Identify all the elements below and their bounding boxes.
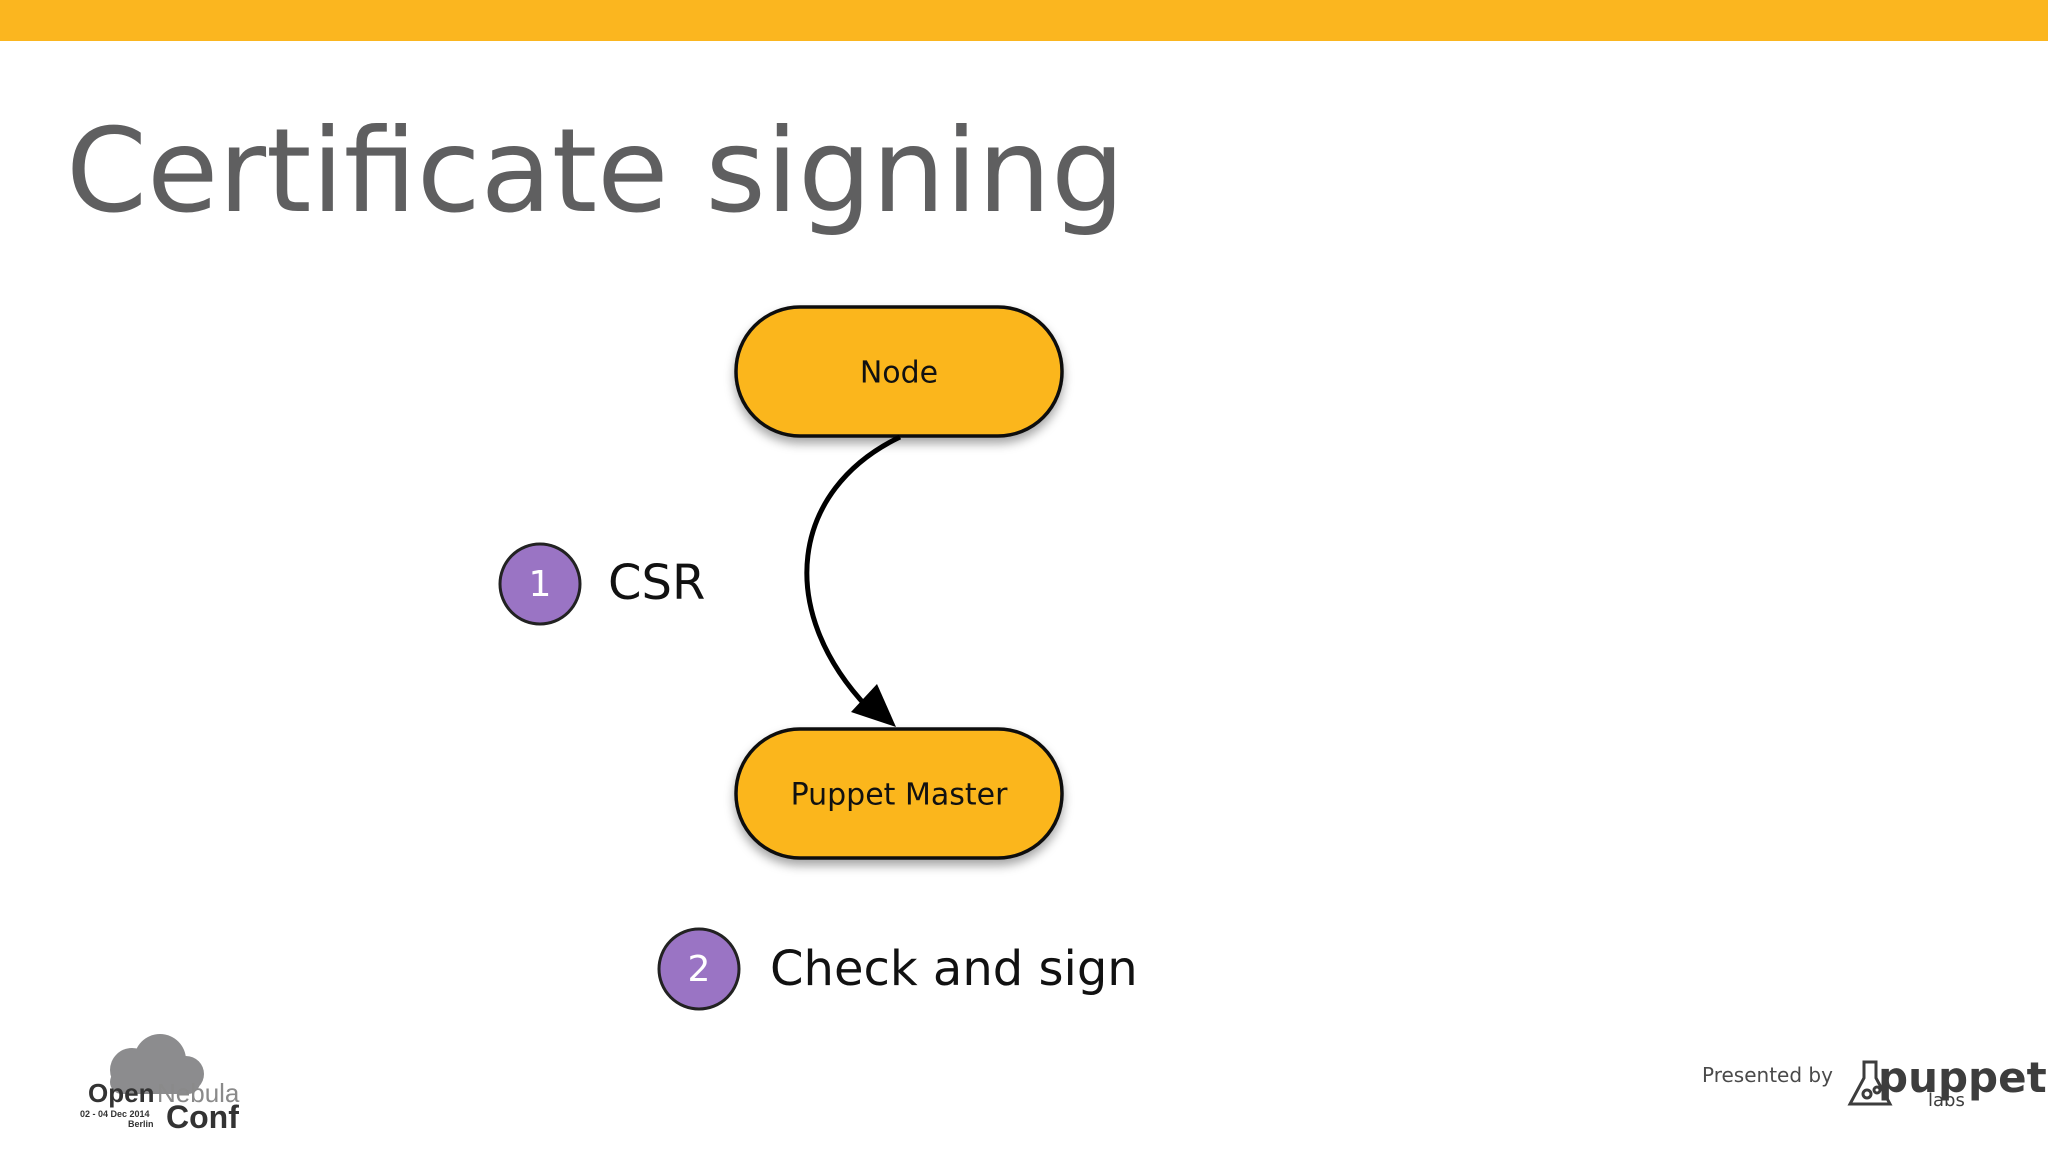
step-2-number: 2 <box>688 949 711 990</box>
csr-arrowhead <box>851 684 896 727</box>
step-1-number: 1 <box>529 564 552 605</box>
presented-by-text: Presented by <box>1702 1063 1833 1087</box>
puppet-master-label: Puppet Master <box>791 778 1009 813</box>
node-label: Node <box>860 356 938 391</box>
slide-title: Certificate signing <box>66 104 1125 239</box>
step-2: 2 Check and sign <box>657 927 1138 1011</box>
cloud-icon <box>110 1034 204 1094</box>
labs-wordmark: labs <box>1928 1090 1965 1111</box>
puppet-master-box: Puppet Master <box>734 727 1064 860</box>
logo-conf-text: Conf <box>166 1099 239 1135</box>
opennebula-conf-logo: Open Nebula Conf 02 - 04 Dec 2014 Berlin <box>80 1034 240 1135</box>
csr-arrow <box>804 434 902 710</box>
logo-nebula-text: Nebula <box>157 1078 240 1108</box>
logo-open-text: Open <box>88 1078 154 1108</box>
top-accent-bar <box>0 0 2048 41</box>
logo-city-text: Berlin <box>128 1119 154 1129</box>
node-box: Node <box>734 305 1064 438</box>
flask-icon <box>1847 1060 1893 1106</box>
step-1: 1 CSR <box>498 542 705 626</box>
puppet-wordmark: puppet <box>1878 1053 2047 1102</box>
step-1-label: CSR <box>608 555 705 611</box>
step-1-badge <box>498 542 582 626</box>
step-2-label: Check and sign <box>770 941 1138 997</box>
step-2-badge <box>657 927 741 1011</box>
puppet-labs-logo: puppet labs <box>1847 1053 2047 1111</box>
logo-dates-text: 02 - 04 Dec 2014 <box>80 1109 150 1119</box>
